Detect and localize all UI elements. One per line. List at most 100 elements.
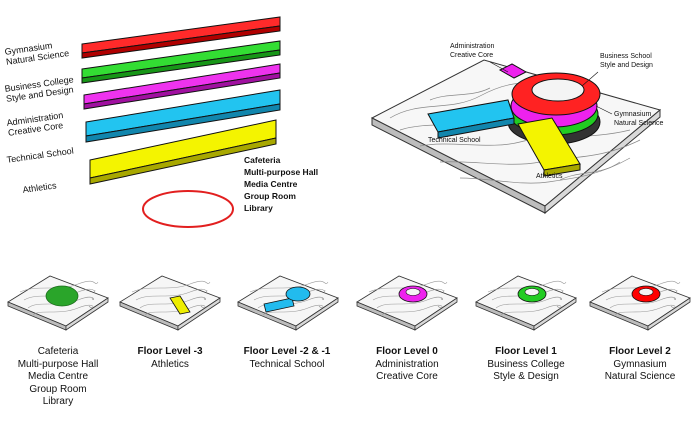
floor-thumbnails bbox=[7, 275, 691, 331]
exploded-slabs bbox=[81, 16, 281, 228]
thumbnail-base-side bbox=[177, 297, 221, 331]
thumbnail-contour bbox=[495, 296, 563, 309]
site-base-right bbox=[544, 108, 661, 215]
caption-line: Group Room bbox=[29, 383, 87, 395]
floor-thumbnail bbox=[7, 275, 109, 331]
slab-business bbox=[81, 40, 281, 84]
floor-thumbnail bbox=[475, 275, 577, 331]
caption-line: Technical School bbox=[249, 358, 325, 370]
model-label-gym: Gymnasium Natural Science bbox=[614, 110, 663, 128]
program-item: Group Room bbox=[244, 191, 296, 201]
slab-gymnasium bbox=[81, 16, 281, 59]
caption-floor-1: Floor Level 1 Business College Style & D… bbox=[471, 346, 581, 384]
caption-title: Floor Level -2 & -1 bbox=[243, 346, 331, 357]
leader-business bbox=[581, 71, 599, 87]
thumbnail-contour bbox=[27, 296, 95, 309]
thumbnail-base-side bbox=[414, 297, 458, 331]
caption-title: Floor Level -3 bbox=[137, 346, 203, 357]
caption-line: Style & Design bbox=[493, 371, 559, 382]
floor-thumbnail bbox=[119, 275, 221, 331]
model-label-athletics: Athletics bbox=[536, 173, 563, 180]
slab-athletics bbox=[89, 119, 277, 185]
thumbnail-contour bbox=[143, 304, 206, 317]
program-item: Cafeteria bbox=[244, 155, 281, 165]
caption-line: Cafeteria bbox=[37, 346, 79, 357]
model-label-line: Business School bbox=[600, 53, 652, 60]
ring-opening bbox=[531, 78, 585, 102]
thumbnail-contour bbox=[139, 296, 207, 309]
floor-footprint-opening bbox=[524, 288, 540, 296]
model-label-line: Administration bbox=[450, 43, 495, 50]
thumbnail-base-side bbox=[65, 297, 109, 331]
caption-line: Gymnasium bbox=[613, 358, 667, 370]
caption-line: Creative Core bbox=[376, 371, 438, 382]
model-label-line: Gymnasium bbox=[614, 111, 652, 118]
leader-gym bbox=[595, 105, 613, 115]
floor-thumbnail bbox=[237, 275, 339, 331]
floor-footprint bbox=[263, 297, 295, 313]
caption-line: Athletics bbox=[151, 358, 189, 370]
athletics-wing-side bbox=[543, 163, 581, 177]
magenta-wing bbox=[498, 63, 528, 79]
program-item: Multi-purpose Hall bbox=[244, 167, 319, 177]
caption-floor-0: Floor Level 0 Administration Creative Co… bbox=[352, 346, 462, 384]
program-item: Media Centre bbox=[244, 179, 298, 189]
caption-line: Library bbox=[42, 396, 74, 407]
slab-side bbox=[85, 103, 281, 143]
thumbnail-contour bbox=[499, 304, 562, 317]
slab-administration bbox=[83, 63, 281, 110]
ground-floor-ring bbox=[142, 190, 234, 228]
caption-line: Multi-purpose Hall bbox=[17, 358, 99, 370]
caption-floor-2: Floor Level 2 Gymnasium Natural Science bbox=[585, 346, 695, 384]
slab-technical bbox=[85, 89, 281, 143]
thumbnail-contour bbox=[19, 280, 99, 293]
caption-line: Business College bbox=[487, 358, 565, 370]
leader-admin bbox=[489, 61, 509, 73]
ground-program-list: Cafeteria Multi-purpose Hall Media Centr… bbox=[244, 154, 318, 214]
slab-side bbox=[83, 72, 281, 110]
caption-line: Administration bbox=[375, 358, 439, 370]
floor-footprint bbox=[285, 286, 311, 302]
caption-title: Floor Level 1 bbox=[495, 346, 557, 357]
thumbnail-contour bbox=[131, 280, 211, 293]
thumbnail-contour bbox=[613, 304, 676, 317]
floor-footprint bbox=[169, 295, 191, 315]
thumbnail-contour bbox=[376, 296, 444, 309]
slab-side bbox=[89, 137, 277, 185]
model-label-line: Style and Design bbox=[600, 62, 653, 69]
technical-wing-side bbox=[437, 117, 515, 139]
caption-title: Floor Level 0 bbox=[376, 346, 438, 357]
thumbnail-contour bbox=[487, 280, 567, 293]
model-label-admin: Administration Creative Core bbox=[450, 42, 494, 60]
caption-floor-ground: Cafeteria Multi-purpose Hall Media Centr… bbox=[3, 346, 113, 409]
thumbnail-base-side bbox=[647, 297, 691, 331]
thumbnail-contour bbox=[601, 280, 681, 293]
thumbnail-contour bbox=[380, 304, 443, 317]
thumbnail-contour bbox=[368, 280, 448, 293]
program-item: Library bbox=[244, 203, 273, 213]
floor-footprint-opening bbox=[638, 288, 654, 296]
model-label-technical: Technical School bbox=[428, 137, 481, 144]
thumbnail-base-side bbox=[533, 297, 577, 331]
model-label-business: Business School Style and Design bbox=[600, 52, 653, 70]
slab-side bbox=[81, 25, 281, 59]
caption-title: Floor Level 2 bbox=[609, 346, 671, 357]
thumbnail-contour bbox=[135, 288, 208, 301]
floor-footprint-opening bbox=[405, 288, 421, 296]
caption-floor-minus2-minus1: Floor Level -2 & -1 Technical School bbox=[232, 346, 342, 371]
thumbnail-base-side bbox=[295, 297, 339, 331]
caption-line: Media Centre bbox=[27, 371, 89, 382]
thumbnail-contour bbox=[23, 288, 96, 301]
site-model bbox=[370, 59, 662, 215]
thumbnail-contour bbox=[249, 280, 329, 293]
caption-floor-minus3: Floor Level -3 Athletics bbox=[115, 346, 225, 371]
thumbnail-base bbox=[119, 275, 221, 327]
floor-thumbnail bbox=[589, 275, 691, 331]
thumbnail-contour bbox=[31, 304, 94, 317]
model-label-line: Natural Science bbox=[614, 120, 664, 127]
floor-thumbnail bbox=[356, 275, 458, 331]
thumbnail-contour bbox=[261, 304, 324, 317]
thumbnail-contour bbox=[609, 296, 677, 309]
